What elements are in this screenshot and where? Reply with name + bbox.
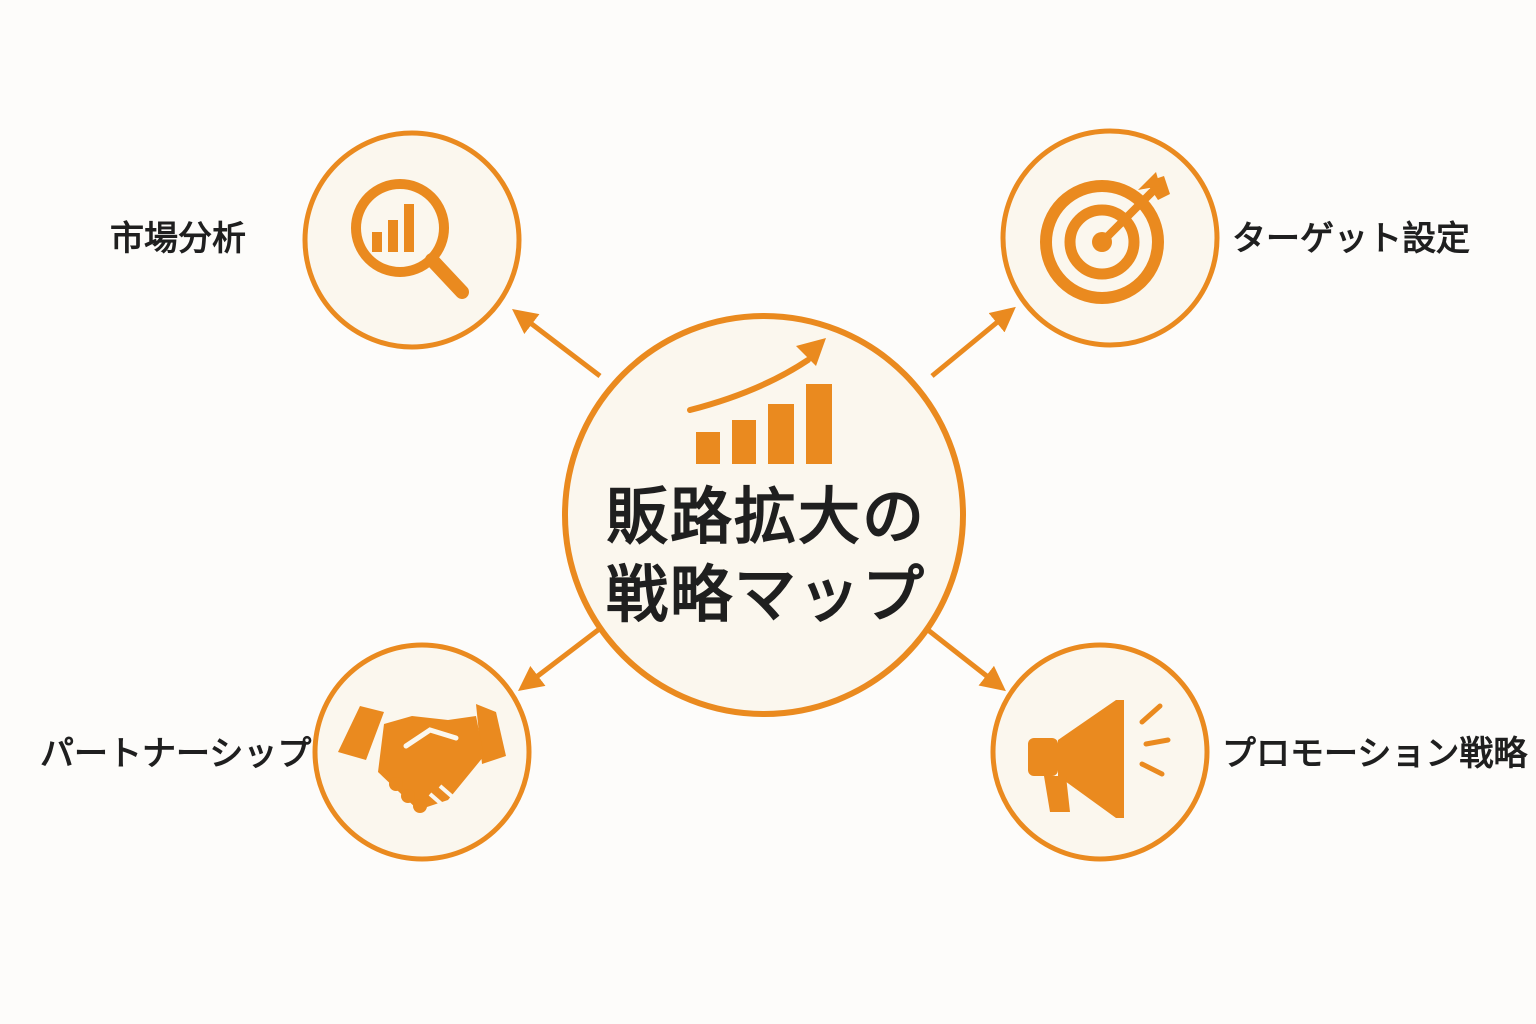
promo-node (990, 642, 1210, 862)
target-label: ターゲット設定 (1232, 219, 1470, 259)
arrow-to-target (930, 306, 1016, 378)
center-node (562, 313, 966, 717)
megaphone-icon (1028, 700, 1171, 818)
promo-label: プロモーション戦略 (1222, 734, 1528, 774)
center-title-line2: 戦略マップ (605, 558, 926, 631)
partner-node (312, 642, 532, 862)
market-label: 市場分析 (110, 219, 246, 259)
arrow-to-market (512, 308, 602, 378)
handshake-icon (338, 704, 506, 813)
arrow-to-promo (926, 628, 1006, 692)
center-title-line1: 販路拡大の (605, 480, 926, 553)
magnifier-bar-chart-icon (351, 179, 469, 299)
center-title: 販路拡大の 戦略マップ (566, 478, 966, 634)
market-node (302, 130, 522, 350)
partner-label: パートナーシップ (40, 734, 312, 774)
target-node (1000, 128, 1220, 348)
center-circle (562, 313, 966, 717)
arrow-to-partner (518, 625, 604, 692)
target-arrow-icon (1040, 172, 1170, 304)
growth-bar-chart-icon (687, 338, 832, 464)
connector-arrows (512, 306, 1016, 692)
